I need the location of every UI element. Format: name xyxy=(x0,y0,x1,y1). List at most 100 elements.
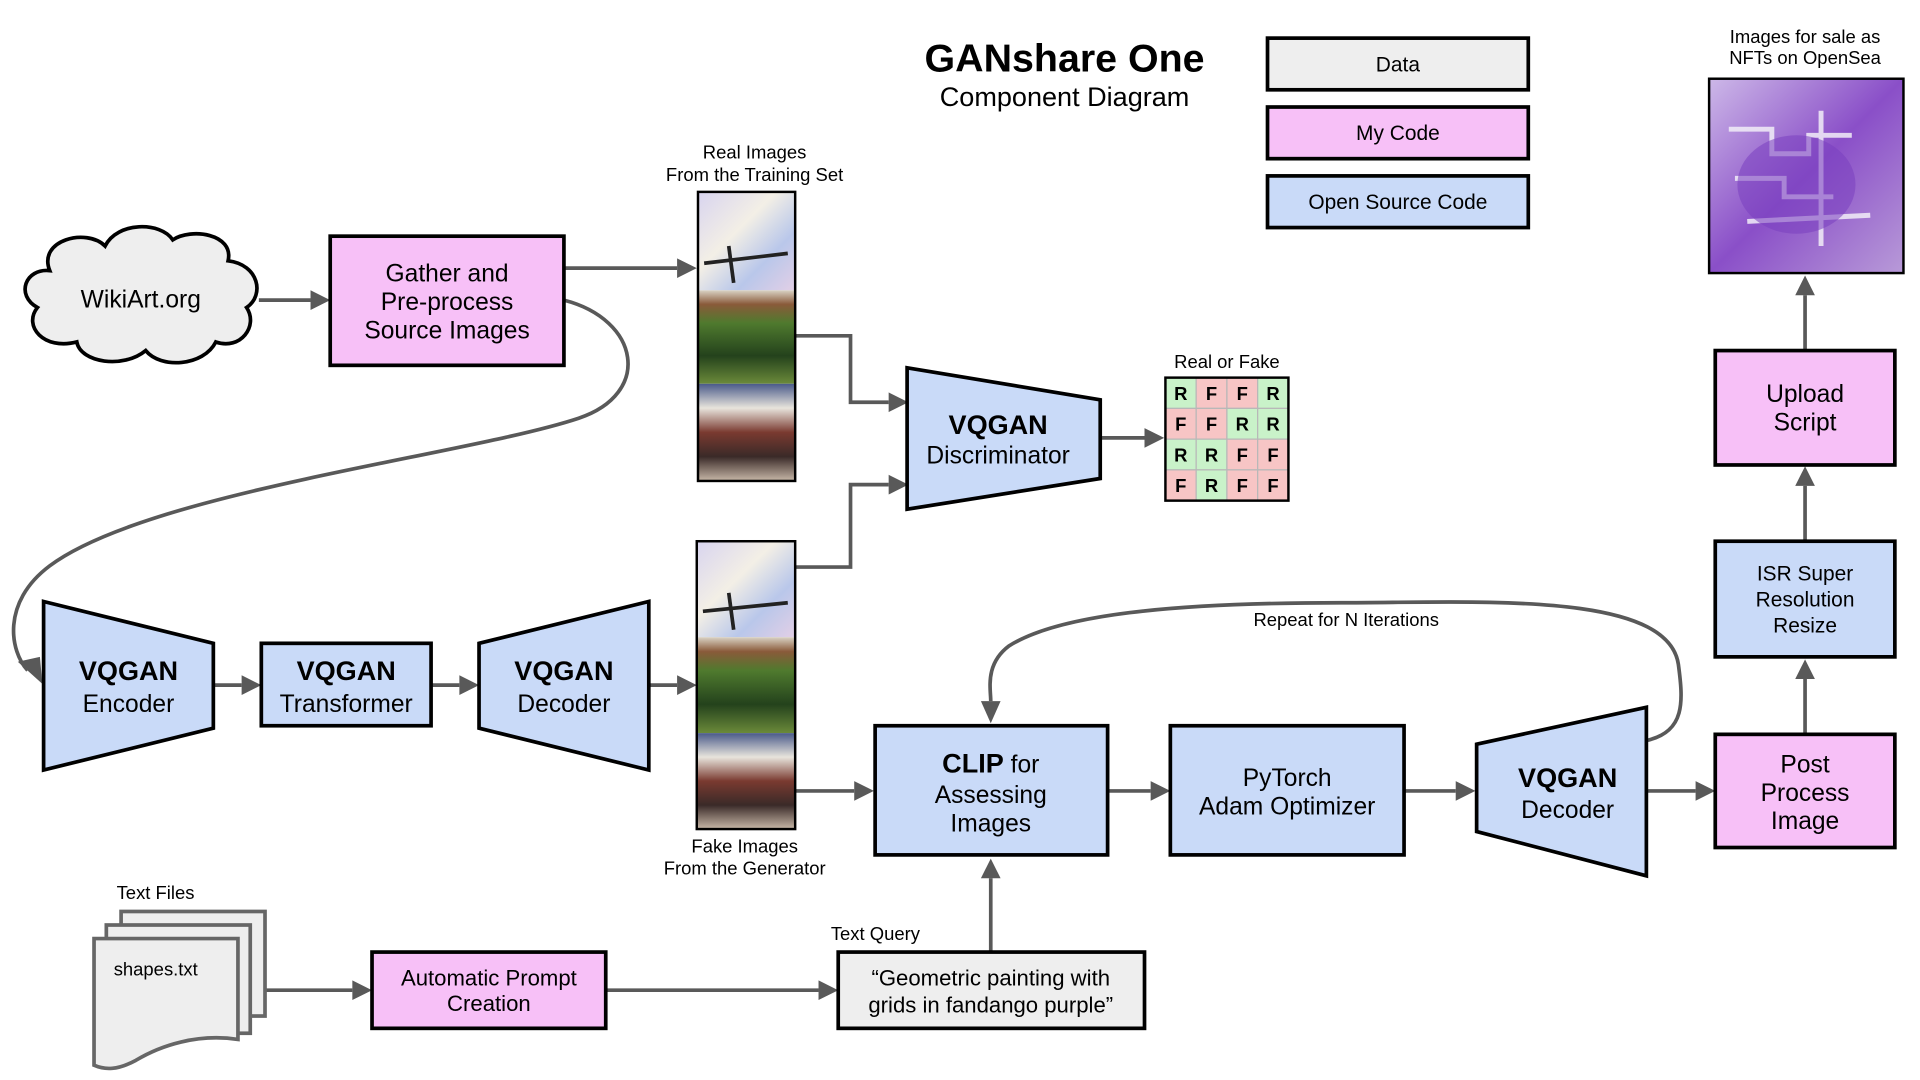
strip-caption: Fake Images xyxy=(691,835,798,856)
arrowhead xyxy=(17,656,43,684)
painting-landscape xyxy=(696,637,796,734)
arrowhead xyxy=(1150,781,1171,801)
upload-script-node[interactable]: Upload Script xyxy=(1713,348,1897,467)
node-label-line: Image xyxy=(1771,808,1839,835)
grid-caption: Real or Fake xyxy=(1174,351,1280,372)
grid-cell xyxy=(1257,438,1290,471)
clip-bold: CLIP xyxy=(942,748,1004,778)
loop-label: Repeat for N Iterations xyxy=(1253,609,1439,630)
text-files-stack[interactable]: Text Files shapes.txt xyxy=(92,882,267,1071)
painting-crowd xyxy=(697,383,796,481)
node-subtitle: Decoder xyxy=(1521,797,1614,824)
vqgan-decoder-right-node[interactable]: VQGAN Decoder xyxy=(1474,704,1649,879)
arrowhead xyxy=(1795,659,1815,679)
grid-cell-label: F xyxy=(1237,475,1248,496)
clip-suffix: for xyxy=(1004,751,1040,778)
node-label-line: Script xyxy=(1774,410,1837,437)
arrowhead xyxy=(310,290,331,310)
adam-optimizer-node[interactable]: PyTorch Adam Optimizer xyxy=(1168,723,1406,857)
grid-cell xyxy=(1226,469,1259,502)
isr-super-resolution-node[interactable]: ISR Super Resolution Resize xyxy=(1713,539,1897,659)
cloud-icon xyxy=(23,224,259,365)
node-label-line: Pre-process xyxy=(381,289,514,316)
legend-item-open-source: Open Source Code xyxy=(1265,174,1531,230)
grid-cell-label: F xyxy=(1267,475,1278,496)
painting-abstract xyxy=(696,541,796,638)
node-label-line: ISR Super xyxy=(1757,563,1853,586)
node-subtitle: Discriminator xyxy=(926,443,1069,470)
real-images-strip: Real Images From the Training Set xyxy=(666,142,843,483)
grid-cell-label: F xyxy=(1206,383,1217,404)
arrowhead xyxy=(352,980,373,1001)
node-label-line: Images xyxy=(950,811,1031,838)
grid-cell-label: R xyxy=(1174,444,1187,465)
vqgan-encoder-node[interactable]: VQGAN Encoder xyxy=(41,599,216,773)
arrowhead xyxy=(1455,781,1476,801)
automatic-prompt-node[interactable]: Automatic Prompt Creation xyxy=(370,950,608,1031)
arrowhead xyxy=(854,781,874,801)
vqgan-decoder-left-node[interactable]: VQGAN Decoder xyxy=(477,599,651,773)
arrow-gather-to-encoder xyxy=(11,298,630,672)
text-query-node[interactable]: Text Query “Geometric painting with grid… xyxy=(831,923,1147,1031)
arrowhead xyxy=(677,258,697,278)
grid-cell-label: R xyxy=(1266,414,1279,435)
node-title: VQGAN xyxy=(949,410,1048,440)
node-label-line: Automatic Prompt xyxy=(401,965,577,990)
grid-cell xyxy=(1226,407,1259,440)
node-label-line: Assessing xyxy=(935,782,1047,809)
wikiart-cloud[interactable]: WikiArt.org xyxy=(23,224,259,365)
grid-cell-label: F xyxy=(1175,475,1186,496)
arrowhead xyxy=(888,474,909,495)
clip-node[interactable]: CLIP for Assessing Images xyxy=(873,723,1110,857)
node-subtitle: Decoder xyxy=(517,691,610,718)
node-label-line: Creation xyxy=(447,991,531,1016)
nft-caption: Images for sale as xyxy=(1730,26,1881,47)
node-title: VQGAN xyxy=(297,656,396,686)
grid-cell-label: F xyxy=(1206,414,1217,435)
arrowhead xyxy=(818,980,839,1001)
legend-item-my-code: My Code xyxy=(1265,105,1531,161)
gather-preprocess-node[interactable]: Gather and Pre-process Source Images xyxy=(328,234,566,368)
arrow-fake-to-discriminator xyxy=(795,482,889,569)
arrowhead xyxy=(1695,781,1716,801)
post-process-node[interactable]: Post Process Image xyxy=(1713,732,1897,850)
vqgan-transformer-node[interactable]: VQGAN Transformer xyxy=(259,641,433,728)
grid-cell-label: F xyxy=(1175,414,1186,435)
strip-caption: Real Images xyxy=(703,142,807,163)
node-label-line: Source Images xyxy=(364,317,529,344)
text-query-caption: Text Query xyxy=(831,923,921,944)
node-label-line: Gather and xyxy=(386,261,509,288)
grid-cell xyxy=(1164,407,1197,440)
nft-image: Images for sale as NFTs on OpenSea xyxy=(1707,26,1905,275)
grid-cell xyxy=(1257,407,1290,440)
arrow-real-to-discriminator xyxy=(795,333,889,405)
diagram-subtitle: Component Diagram xyxy=(940,82,1190,112)
node-subtitle: Transformer xyxy=(280,691,413,718)
node-label-line: Process xyxy=(1761,780,1850,807)
strip-caption: From the Training Set xyxy=(666,164,843,185)
strip-caption: From the Generator xyxy=(664,858,826,879)
file-name: shapes.txt xyxy=(114,958,198,979)
legend-label: Open Source Code xyxy=(1308,191,1487,214)
query-text-line: “Geometric painting with xyxy=(871,965,1110,990)
painting-crowd xyxy=(696,733,796,830)
vqgan-discriminator-node[interactable]: VQGAN Discriminator xyxy=(905,365,1103,512)
loop-repeat-iterations xyxy=(988,600,1683,743)
node-title: VQGAN xyxy=(79,656,178,686)
arrowhead xyxy=(241,675,262,695)
text-files-caption: Text Files xyxy=(117,882,195,903)
document-icon xyxy=(92,936,240,1071)
node-label-line: Adam Optimizer xyxy=(1199,793,1375,820)
arrowhead xyxy=(980,701,1001,724)
legend: Data My Code Open Source Code xyxy=(1265,36,1531,230)
grid-cell xyxy=(1257,469,1290,502)
grid-cell-label: F xyxy=(1267,444,1278,465)
grid-cell-label: R xyxy=(1236,414,1249,435)
arrowhead xyxy=(459,675,480,695)
painting-abstract xyxy=(697,191,796,291)
node-label-line: Upload xyxy=(1766,381,1844,408)
diagram-title: GANshare One xyxy=(925,36,1205,80)
node-subtitle: Encoder xyxy=(83,691,175,718)
